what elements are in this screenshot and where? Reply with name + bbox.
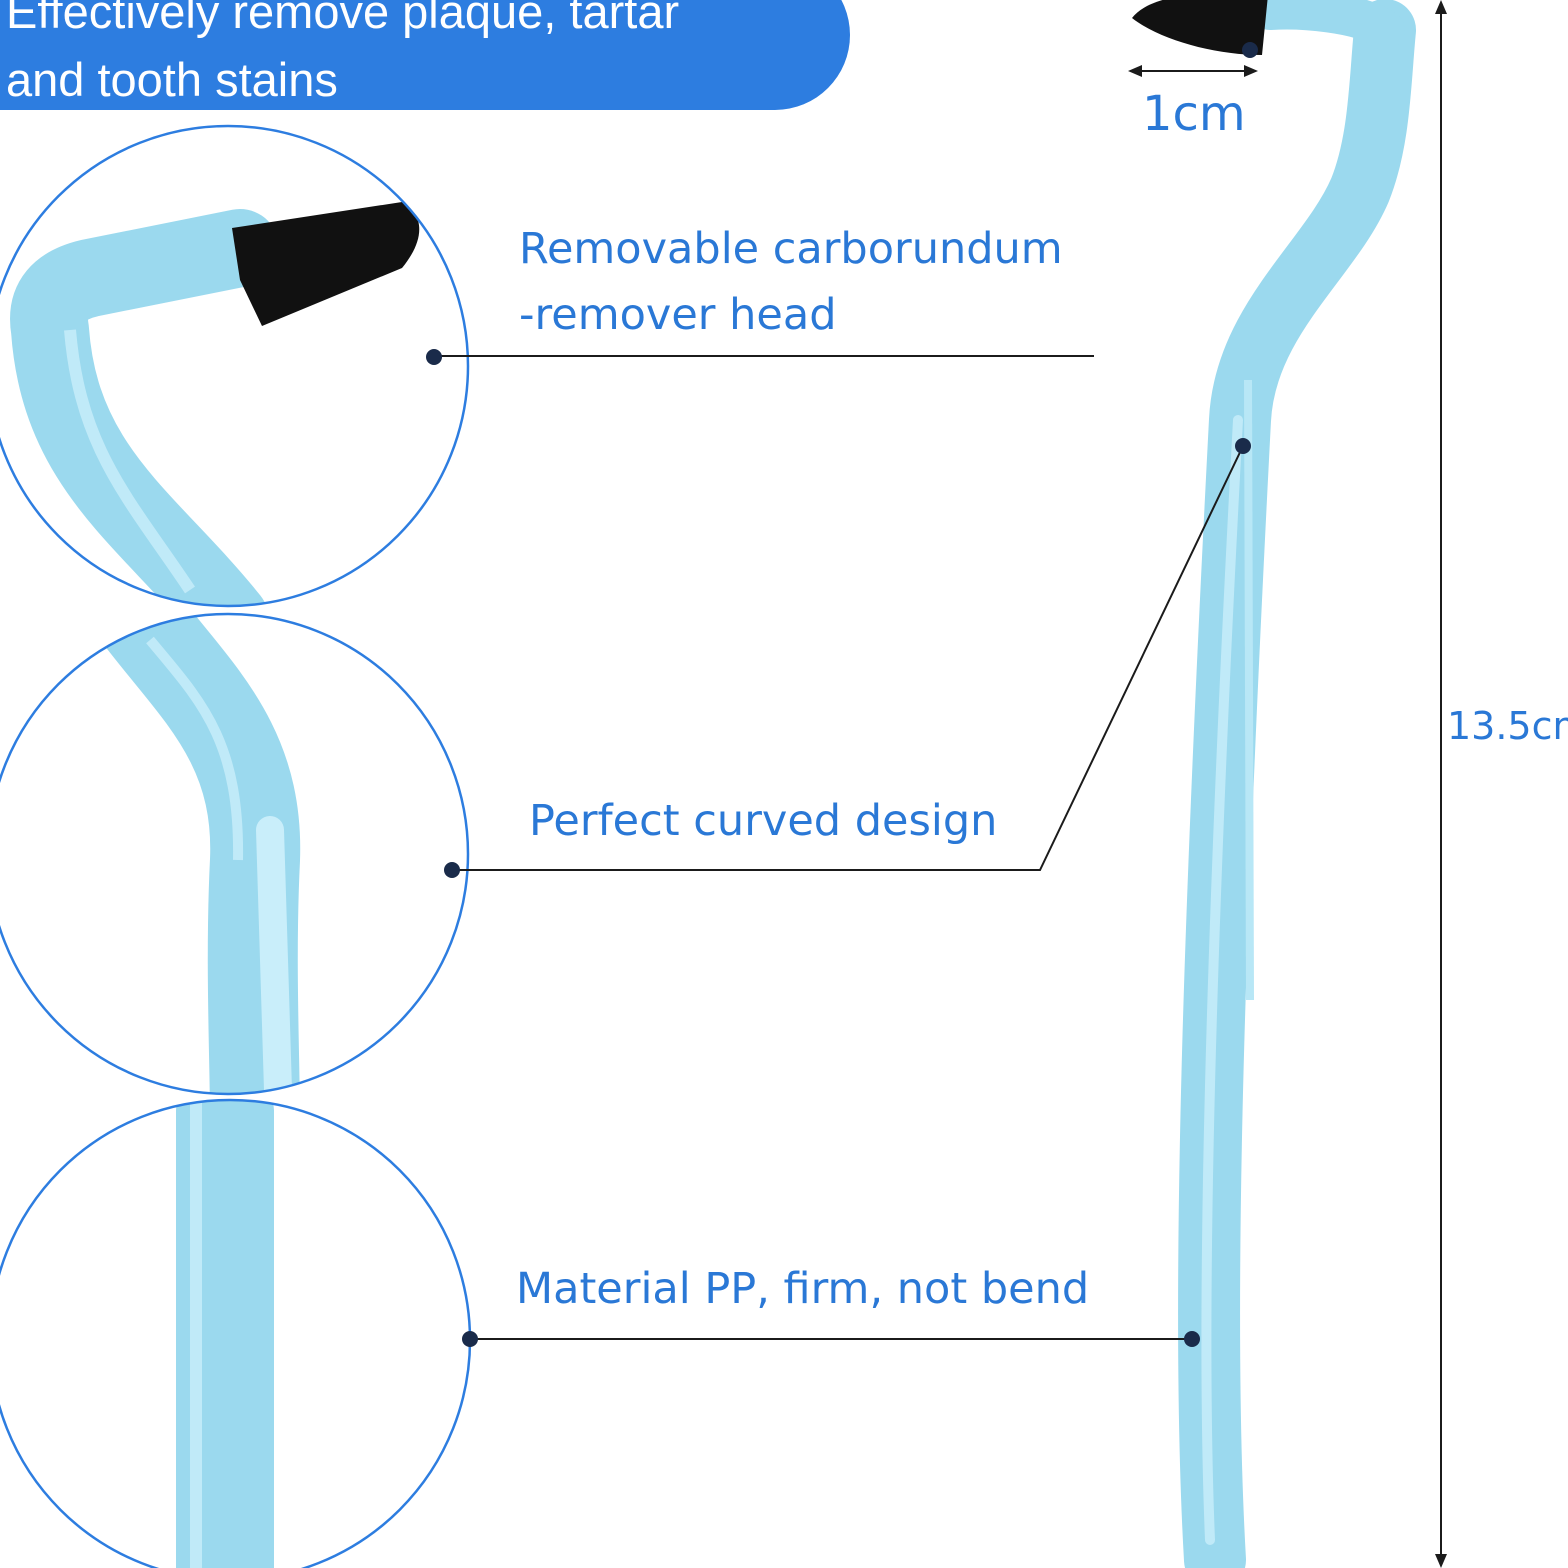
full-tool-view [1132,0,1416,1568]
headline-line-1: Effectively remove plaque, tartar [6,0,680,38]
headline-line-2: and tooth stains [6,53,338,106]
callout-head-line-1: Removable carborundum [519,224,1063,274]
total-length-label: 13.5cm [1447,704,1568,748]
width-dimension-arrow [1128,42,1258,77]
callout-material: Material PP, firm, not bend [516,1264,1090,1314]
leader-line-curve [444,438,1251,878]
leader-line-head [426,349,1094,365]
leader-line-material [462,1331,1200,1347]
callout-curve: Perfect curved design [529,796,998,846]
tool-head-tip [1132,0,1268,55]
callout-head-line-2: -remover head [519,290,837,340]
tool-handle [1178,0,1416,1568]
head-width-label: 1cm [1142,86,1246,142]
headline-banner [0,0,850,110]
zoom-circle-head [0,124,470,608]
zoom-circle-curve [0,612,470,1096]
length-dimension-arrow [1435,0,1447,1568]
zoom-circle-shaft [0,1098,472,1568]
